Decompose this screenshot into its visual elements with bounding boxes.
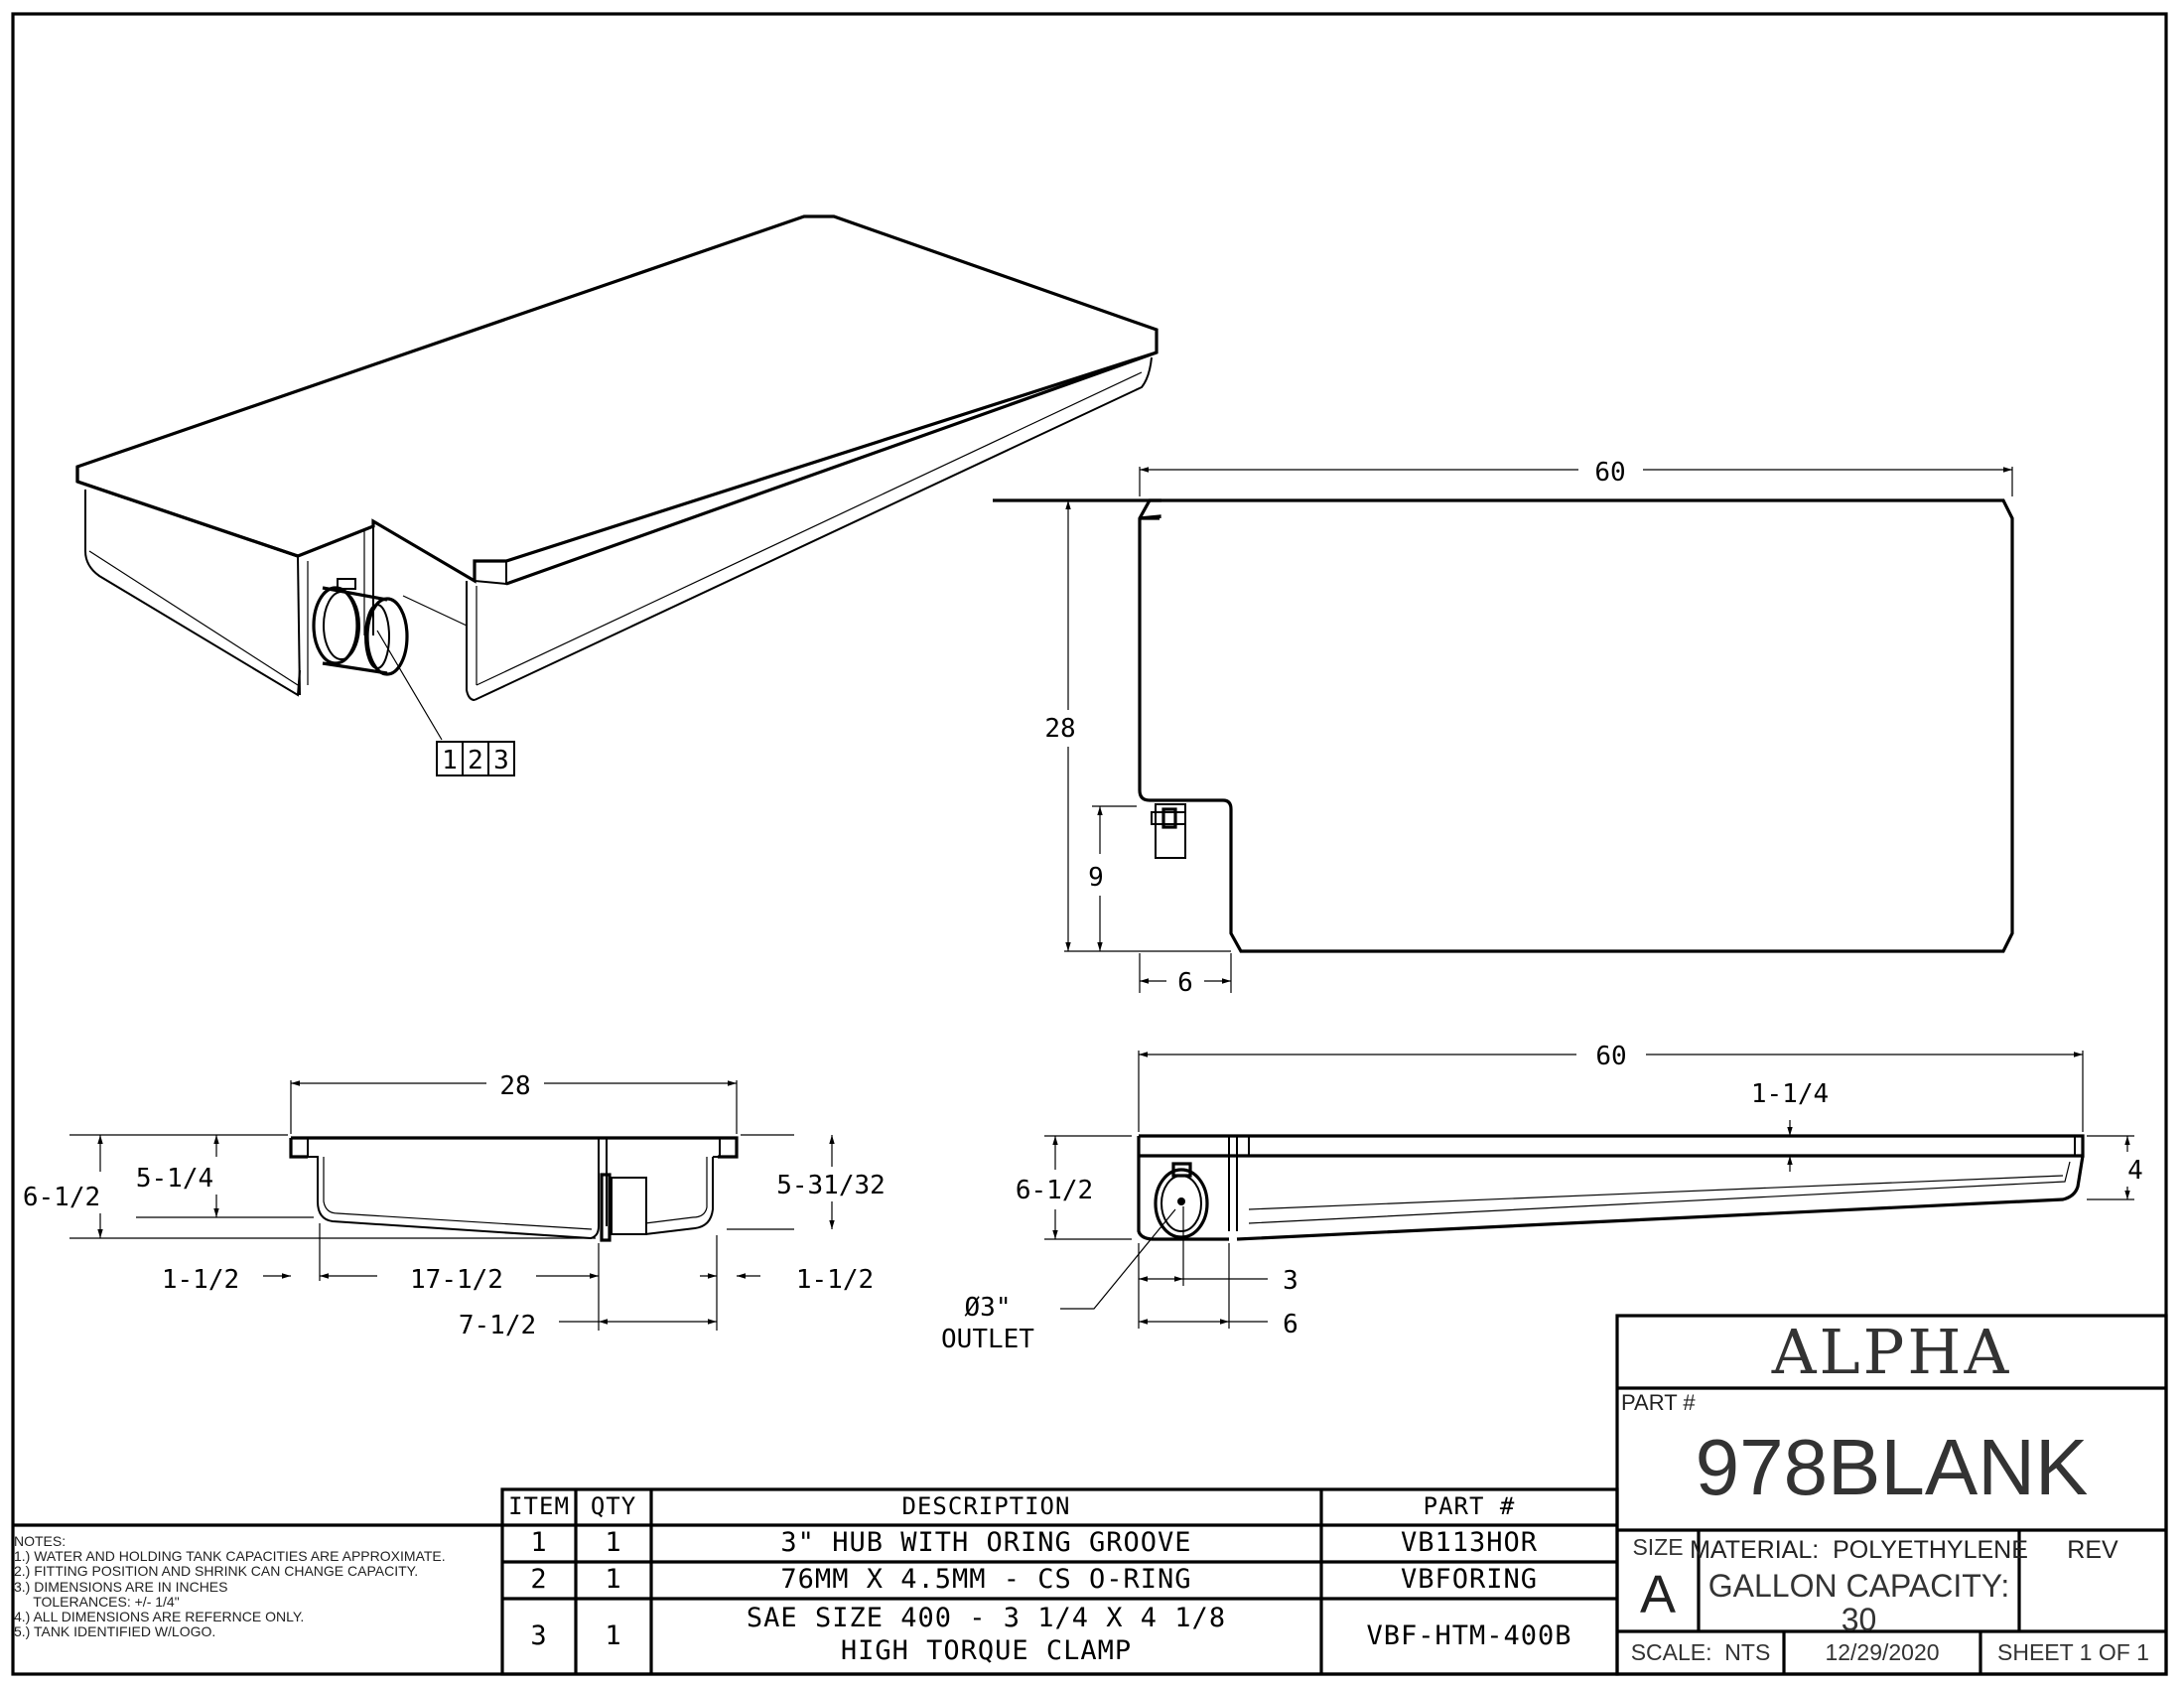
- gallon-capacity: GALLON CAPACITY: 30: [1707, 1568, 2010, 1637]
- dim-side-height: 6-1/2: [1016, 1176, 1093, 1205]
- bom-row-2-item: 2: [530, 1564, 548, 1596]
- dim-flange-height: 1-1/4: [1751, 1079, 1829, 1109]
- dim-end-height: 6-1/2: [23, 1183, 100, 1212]
- sheet-number: SHEET 1 OF 1: [1997, 1639, 2149, 1666]
- top-view: 60 28 9 6: [993, 458, 2014, 998]
- drawing-date: 12/29/2020: [1825, 1639, 1940, 1666]
- outlet-label-text: OUTLET: [941, 1325, 1034, 1354]
- bom-row-2-part: VBFORING: [1400, 1564, 1539, 1596]
- balloon-2: 2: [468, 746, 483, 775]
- part-number: 978BLANK: [1695, 1423, 2089, 1511]
- dim-outlet-section: 6: [1283, 1310, 1298, 1339]
- note-3: 3.) DIMENSIONS ARE IN INCHES: [14, 1578, 228, 1595]
- dim-end-height: 4: [2127, 1156, 2143, 1186]
- company-logo: ALPHA: [1771, 1315, 2012, 1388]
- isometric-view: [75, 214, 1159, 741]
- bom-header-qty: QTY: [590, 1492, 637, 1521]
- rev-label: REV: [2067, 1535, 2118, 1564]
- dim-left-depth: 5-1/4: [136, 1164, 213, 1194]
- bom-header-item: ITEM: [508, 1492, 570, 1521]
- material: MATERIAL: POLYETHYLENE: [1690, 1535, 2028, 1564]
- dim-right-depth: 5-31/32: [776, 1171, 886, 1200]
- dim-outlet-offset: 7-1/2: [459, 1311, 536, 1340]
- dim-top-length: 60: [1594, 458, 1625, 488]
- bom-table-grid: [13, 1487, 1619, 1676]
- dim-end-width: 28: [499, 1071, 530, 1101]
- bom-row-3-description-line1: SAE SIZE 400 - 3 1/4 X 4 1/8: [746, 1602, 1227, 1633]
- note-3-tolerance: TOLERANCES: +/- 1/4": [14, 1593, 180, 1610]
- dim-right-flange: 1-1/2: [796, 1265, 874, 1295]
- note-2: 2.) FITTING POSITION AND SHRINK CAN CHAN…: [14, 1563, 419, 1580]
- bom-row-1-qty: 1: [605, 1527, 622, 1559]
- note-4: 4.) ALL DIMENSIONS ARE REFERNCE ONLY.: [14, 1609, 305, 1625]
- end-view: 28 6-1/2 5-1/4 5-31/32 1-1/2 17-1/2 1-1/…: [23, 1071, 886, 1340]
- bom-row-1-item: 1: [530, 1527, 548, 1559]
- scale: SCALE: NTS: [1630, 1639, 1771, 1666]
- bom-row-3-item: 3: [530, 1619, 548, 1651]
- note-5: 5.) TANK IDENTIFIED W/LOGO.: [14, 1623, 216, 1640]
- part-number-label: PART #: [1621, 1390, 1696, 1415]
- size-value: A: [1639, 1564, 1677, 1624]
- bom-header-part: PART #: [1423, 1492, 1516, 1521]
- notes-title: NOTES:: [14, 1533, 67, 1549]
- dim-outlet-center: 3: [1283, 1266, 1298, 1296]
- bom-row-3-description-line2: HIGH TORQUE CLAMP: [840, 1634, 1133, 1666]
- bom-row-1-part: VB113HOR: [1400, 1527, 1539, 1559]
- dim-notch-width: 6: [1177, 968, 1193, 998]
- notes-block: NOTES: 1.) WATER AND HOLDING TANK CAPACI…: [14, 1533, 500, 1640]
- bom-row-3-part: VBF-HTM-400B: [1366, 1619, 1572, 1651]
- dim-side-length: 60: [1595, 1042, 1626, 1071]
- bom-row-3-qty: 1: [605, 1619, 622, 1651]
- bom-row-2-qty: 1: [605, 1564, 622, 1596]
- dim-left-span: 17-1/2: [410, 1265, 503, 1295]
- outlet-label-diameter: Ø3": [965, 1293, 1012, 1323]
- bom-row-2-description: 76MM X 4.5MM - CS O-RING: [780, 1564, 1192, 1596]
- balloon-1: 1: [442, 746, 458, 775]
- title-block-grid: [1615, 1314, 2168, 1676]
- dim-top-width: 28: [1044, 714, 1075, 744]
- side-view: 60 1-1/4 6-1/2 4 3 6 Ø3" OUTLET: [941, 1042, 2143, 1354]
- note-1: 1.) WATER AND HOLDING TANK CAPACITIES AR…: [14, 1548, 446, 1565]
- balloon-3: 3: [493, 746, 509, 775]
- dim-notch-depth: 9: [1088, 863, 1104, 893]
- bom-header-description: DESCRIPTION: [901, 1492, 1071, 1521]
- dim-left-flange: 1-1/2: [162, 1265, 239, 1295]
- bom-row-1-description: 3" HUB WITH ORING GROOVE: [780, 1527, 1192, 1559]
- size-label: SIZE: [1632, 1533, 1684, 1560]
- item-balloon: 1 2 3: [436, 741, 515, 776]
